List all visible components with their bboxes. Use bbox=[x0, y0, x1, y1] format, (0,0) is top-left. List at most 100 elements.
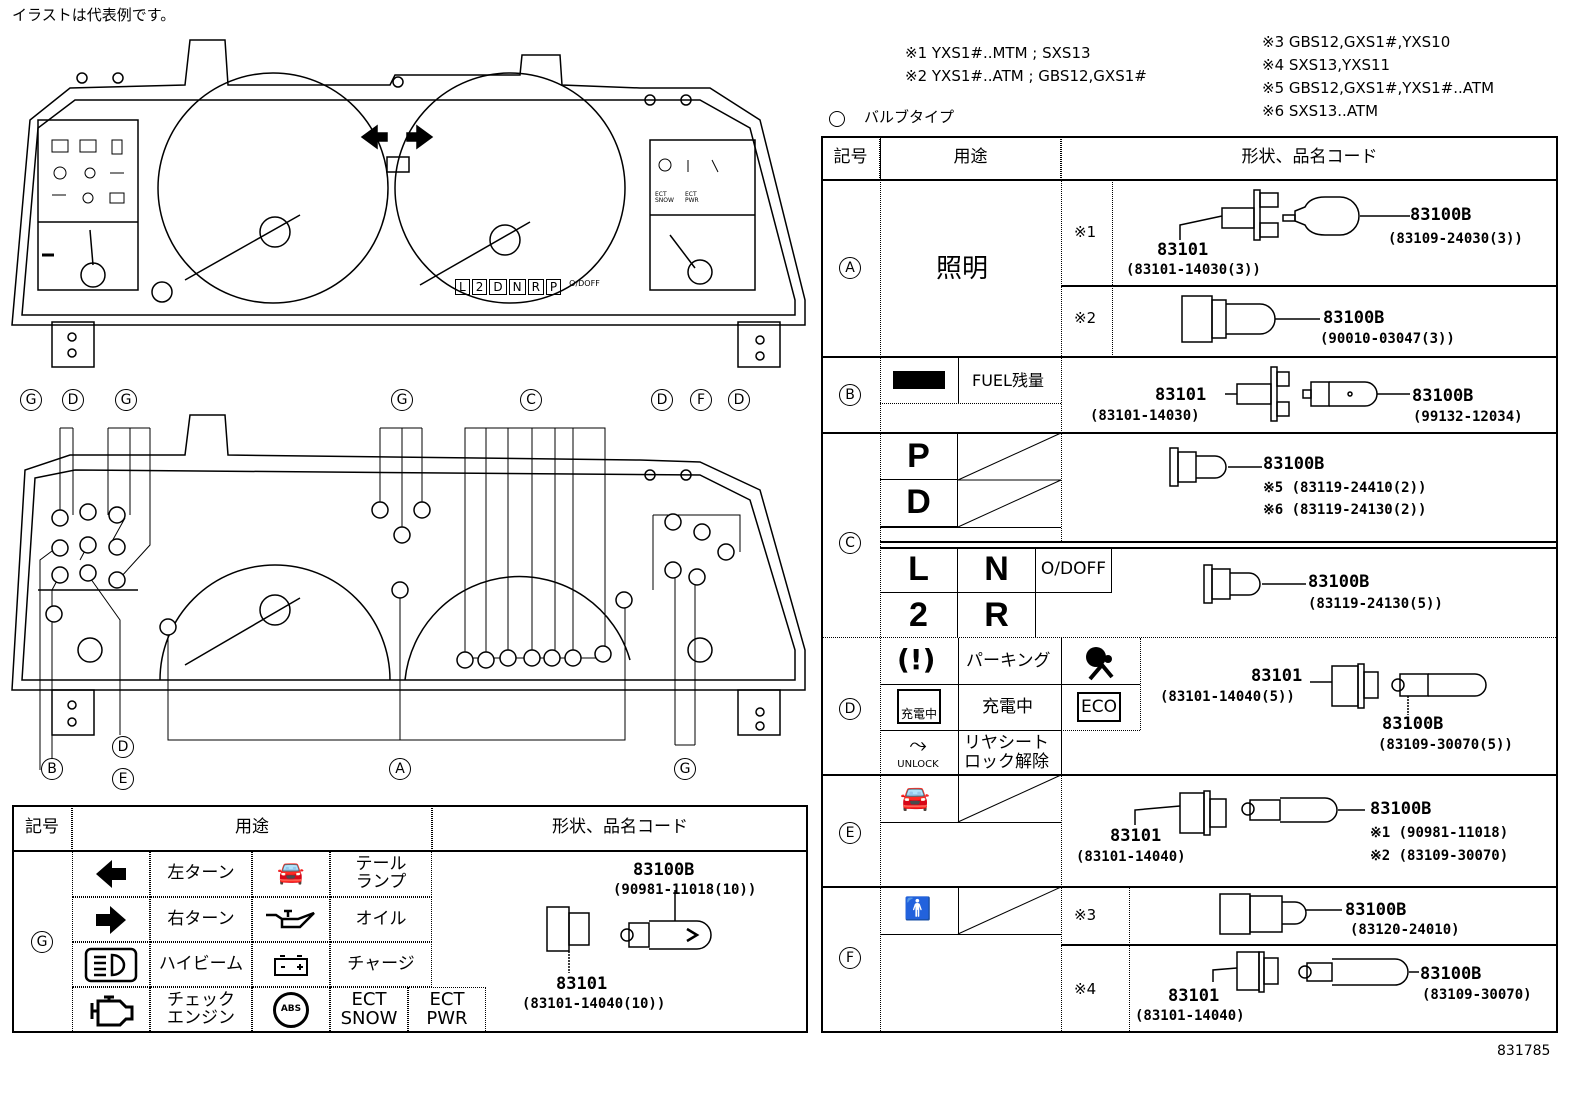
bulb-part-number: 83100B bbox=[1420, 964, 1482, 984]
usage-check-engine: チェック エンジン bbox=[150, 987, 252, 1033]
socket-part-number: 83101 bbox=[1157, 240, 1209, 260]
symbol-d: D bbox=[839, 698, 861, 720]
door-open-icon: 🚘 bbox=[900, 784, 930, 812]
bulb-part-code: (90010-03047(3)) bbox=[1320, 331, 1455, 347]
symbol-e: E bbox=[839, 822, 861, 844]
gear-l: L bbox=[455, 279, 470, 295]
callout-b: B bbox=[41, 758, 63, 780]
battery-icon bbox=[252, 942, 330, 987]
bulb-part-number: 83100B bbox=[1410, 205, 1472, 225]
symbol-c: C bbox=[839, 532, 861, 554]
callout-d: D bbox=[651, 389, 673, 411]
header-symbol: 記号 bbox=[12, 805, 72, 851]
abs-icon: ABS bbox=[252, 987, 330, 1033]
bulb-part-code: ※5 (83119-24410(2)) bbox=[1263, 480, 1427, 496]
bulb-part-code: ※1 (90981-11018) bbox=[1370, 825, 1509, 841]
cluster-rear-view bbox=[11, 414, 806, 770]
usage-illumination: 照明 bbox=[936, 254, 989, 284]
note-3: ※3 bbox=[1074, 906, 1097, 924]
usage-oil: オイル bbox=[330, 897, 432, 942]
note-4: ※4 bbox=[1074, 980, 1097, 998]
callout-g: G bbox=[20, 389, 42, 411]
indicator-l: L bbox=[880, 548, 958, 593]
high-beam-icon bbox=[72, 942, 150, 987]
oil-icon bbox=[252, 897, 330, 942]
bulb-part-number: 83100B bbox=[1412, 386, 1474, 406]
header-symbol: 記号 bbox=[821, 136, 880, 180]
bulb-part-code: (83109-30070(5)) bbox=[1378, 737, 1513, 753]
footnote-3: ※3 GBS12,GXS1#,YXS10 bbox=[1262, 33, 1451, 51]
callout-g: G bbox=[115, 389, 137, 411]
usage-charging: 充電中 bbox=[982, 697, 1033, 717]
note-1: ※1 bbox=[1074, 223, 1097, 241]
bulb-part-code: (83119-24130(5)) bbox=[1308, 596, 1443, 612]
bulb-part-code: (99132-12034) bbox=[1413, 409, 1523, 425]
gear-p: P bbox=[545, 279, 562, 295]
gear-n: N bbox=[508, 279, 526, 295]
airbag-icon bbox=[1086, 647, 1114, 681]
header-usage: 用途 bbox=[72, 805, 432, 851]
bulb-part-number: 83100B bbox=[1370, 799, 1432, 819]
table-frame bbox=[821, 136, 1558, 1033]
callout-g: G bbox=[674, 758, 696, 780]
bulb-part-number: 83100B bbox=[1308, 572, 1370, 592]
bulb-part-code: (83109-30070) bbox=[1422, 987, 1532, 1003]
usage-parking: パーキング bbox=[966, 651, 1051, 671]
symbol-g: G bbox=[31, 931, 53, 953]
socket-bulb-a1-icon bbox=[1179, 189, 1410, 241]
usage-tail-lamp: テール ランプ bbox=[330, 851, 432, 897]
footnote-4: ※4 SXS13,YXS11 bbox=[1262, 56, 1391, 74]
indicator-od-off: O/DOFF bbox=[1036, 548, 1112, 593]
footnote-1: ※1 YXS1#..MTM ; SXS13 bbox=[905, 44, 1091, 62]
usage-charge: チャージ bbox=[330, 942, 432, 987]
tail-lamp-icon: 🚘 bbox=[252, 851, 330, 897]
ect-snow-label: ECT SNOW bbox=[655, 191, 674, 204]
bulb-c2-icon bbox=[1203, 564, 1306, 604]
symbol-a: A bbox=[839, 257, 861, 279]
socket-part-code: (83101-14030) bbox=[1090, 408, 1200, 424]
socket-part-code: (83101-14040(10)) bbox=[522, 996, 666, 1012]
header-note: イラストは代表例です。 bbox=[12, 6, 176, 24]
socket-bulb-b-icon bbox=[1225, 366, 1410, 422]
indicator-2: 2 bbox=[880, 593, 958, 638]
bulb-f1-icon bbox=[1219, 893, 1342, 935]
bulb-type-circle-icon bbox=[829, 111, 845, 127]
callout-f: F bbox=[690, 389, 712, 411]
bulb-type-title: バルブタイプ bbox=[864, 108, 955, 126]
callout-c: C bbox=[520, 389, 542, 411]
bulb-part-code: (83120-24010) bbox=[1350, 922, 1460, 938]
right-turn-arrow-icon bbox=[406, 124, 434, 150]
figure-number: 831785 bbox=[1497, 1043, 1551, 1059]
usage-ect-snow: ECT SNOW bbox=[330, 987, 408, 1033]
gear-r: R bbox=[527, 279, 544, 295]
socket-part-number: 83101 bbox=[1155, 385, 1207, 405]
gear-indicator: L 2 D N R P O/DOFF bbox=[455, 279, 600, 295]
footnote-2: ※2 YXS1#..ATM ; GBS12,GXS1# bbox=[905, 67, 1147, 85]
socket-part-code: (83101-14040) bbox=[1076, 849, 1186, 865]
bulb-part-code: (90981-11018(10)) bbox=[613, 882, 757, 898]
usage-fuel-level: FUEL残量 bbox=[972, 371, 1044, 390]
symbol-b: B bbox=[839, 384, 861, 406]
socket-part-code: (83101-14040(5)) bbox=[1160, 689, 1295, 705]
bulb-part-number: 83100B bbox=[633, 860, 695, 880]
right-turn-icon bbox=[72, 897, 150, 942]
header-usage: 用途 bbox=[880, 136, 1061, 180]
check-engine-icon bbox=[72, 987, 150, 1033]
callout-d: D bbox=[62, 389, 84, 411]
footnote-5: ※5 GBS12,GXS1#,YXS1#..ATM bbox=[1262, 79, 1495, 97]
socket-bulb-e-icon bbox=[1134, 790, 1365, 836]
note-2: ※2 bbox=[1074, 309, 1097, 327]
usage-rear-seat-unlock: リヤシート ロック解除 bbox=[964, 733, 1049, 772]
callout-d: D bbox=[728, 389, 750, 411]
rear-seat-unlock-icon: ⤳UNLOCK bbox=[897, 733, 939, 770]
callout-e: E bbox=[112, 768, 134, 790]
indicator-p: P bbox=[880, 433, 958, 480]
socket-bulb-f2-icon bbox=[1212, 951, 1419, 993]
cluster-front-view bbox=[11, 39, 806, 368]
gear-2: 2 bbox=[471, 279, 488, 295]
bulb-part-code: ※6 (83119-24130(2)) bbox=[1263, 502, 1427, 518]
seatbelt-icon: 🚹 bbox=[904, 897, 932, 922]
left-turn-icon bbox=[72, 851, 150, 897]
socket-part-number: 83101 bbox=[556, 974, 608, 994]
fuel-gauge-icon bbox=[893, 371, 945, 389]
